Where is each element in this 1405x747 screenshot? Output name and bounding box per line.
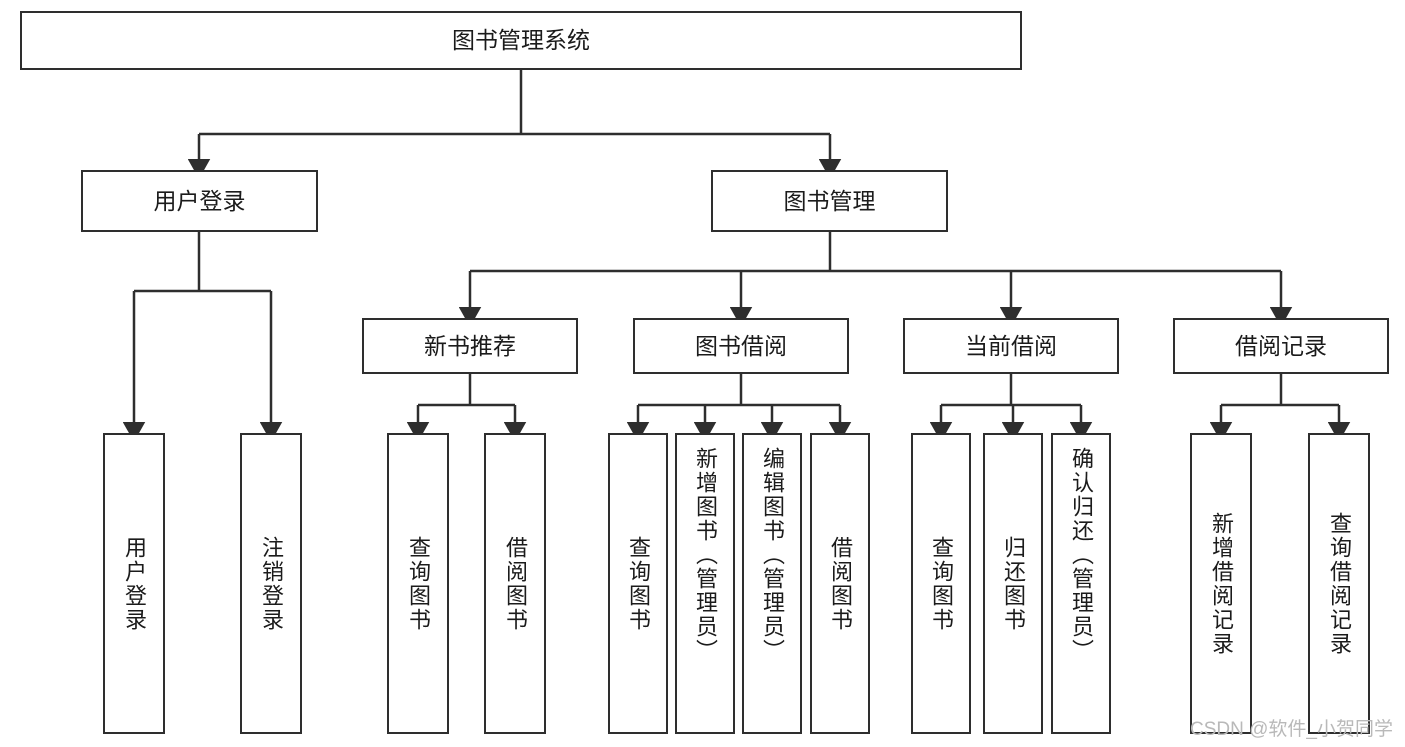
node-root-label: 图书管理系统 [452,27,590,54]
node-borrow-record[interactable]: 借阅记录 [1173,318,1389,374]
node-book-borrow[interactable]: 图书借阅 [633,318,849,374]
node-leaf-query-borrow-record-label: 查询借阅记录 [1327,511,1352,656]
node-leaf-borrow-book-label: 借阅图书 [828,535,853,632]
node-borrow-record-label: 借阅记录 [1235,332,1327,359]
node-leaf-query-book-current-label: 查询图书 [929,535,954,632]
node-book-borrow-label: 图书借阅 [695,332,787,359]
node-book-manage[interactable]: 图书管理 [711,170,948,232]
node-book-manage-label: 图书管理 [783,187,876,214]
node-leaf-query-book-borrow-label: 查询图书 [626,535,651,632]
node-leaf-return-book[interactable]: 归还图书 [983,433,1043,734]
node-leaf-borrow-book-recommend-label: 借阅图书 [503,535,528,632]
node-leaf-add-book[interactable]: 新增图书（管理员） [675,433,735,734]
node-leaf-add-borrow-record[interactable]: 新增借阅记录 [1190,433,1252,734]
node-leaf-query-borrow-record[interactable]: 查询借阅记录 [1308,433,1370,734]
node-leaf-borrow-book[interactable]: 借阅图书 [810,433,870,734]
node-leaf-user-login[interactable]: 用户登录 [103,433,165,734]
node-leaf-borrow-book-recommend[interactable]: 借阅图书 [484,433,546,734]
node-leaf-query-book-current[interactable]: 查询图书 [911,433,971,734]
node-leaf-add-borrow-record-label: 新增借阅记录 [1209,511,1234,656]
node-leaf-query-book-recommend[interactable]: 查询图书 [387,433,449,734]
node-leaf-edit-book-label: 编辑图书（管理员） [760,447,785,663]
node-user-login-label: 用户登录 [153,187,246,214]
node-leaf-return-book-label: 归还图书 [1001,535,1026,632]
node-leaf-logout-label: 注销登录 [259,535,284,632]
node-new-book-recommend[interactable]: 新书推荐 [362,318,578,374]
node-leaf-confirm-return-label: 确认归还（管理员） [1069,447,1094,663]
node-root[interactable]: 图书管理系统 [20,11,1022,70]
node-leaf-query-book-borrow[interactable]: 查询图书 [608,433,668,734]
node-leaf-confirm-return[interactable]: 确认归还（管理员） [1051,433,1111,734]
node-leaf-user-login-label: 用户登录 [122,535,147,632]
node-new-book-recommend-label: 新书推荐 [424,332,516,359]
node-leaf-edit-book[interactable]: 编辑图书（管理员） [742,433,802,734]
node-user-login[interactable]: 用户登录 [81,170,318,232]
node-leaf-logout[interactable]: 注销登录 [240,433,302,734]
node-current-borrow[interactable]: 当前借阅 [903,318,1119,374]
node-leaf-add-book-label: 新增图书（管理员） [693,447,718,663]
node-current-borrow-label: 当前借阅 [965,332,1057,359]
node-leaf-query-book-recommend-label: 查询图书 [406,535,431,632]
